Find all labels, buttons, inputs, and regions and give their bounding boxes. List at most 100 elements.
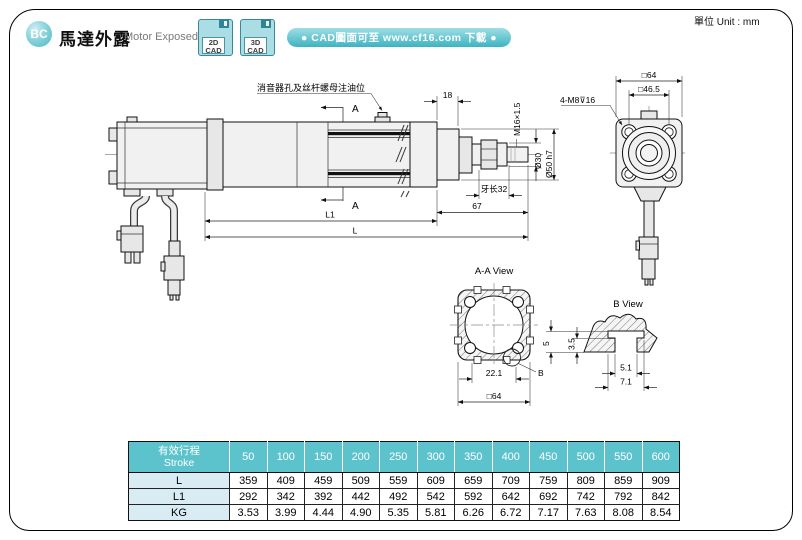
- stroke-col-header: 450: [529, 441, 568, 473]
- table-cell: 842: [641, 488, 680, 505]
- dim-sq46-5: □46.5: [638, 84, 660, 94]
- table-cell: 859: [604, 472, 643, 489]
- b-view-title: B View: [613, 299, 643, 310]
- stroke-col-header: 250: [379, 441, 418, 473]
- b-detail-circle: [503, 348, 521, 367]
- rod-end: [436, 128, 529, 181]
- main-dimensions: 18 M16×1.5 Ø30 Ø50 h7 牙长32 67: [204, 90, 559, 241]
- table-cell: 4.90: [341, 504, 380, 521]
- table-cell: 809: [566, 472, 605, 489]
- dim-thread: M16×1.5: [512, 102, 522, 136]
- stroke-col-header: 200: [341, 441, 380, 473]
- aa-view-title: A-A View: [475, 266, 514, 277]
- page-title: 馬達外露: [59, 30, 131, 49]
- table-cell: 7.63: [566, 504, 605, 521]
- table-cell: 709: [491, 472, 530, 489]
- cad-3d-button[interactable]: 3D CAD: [240, 19, 275, 56]
- cylinder-body: [206, 112, 438, 198]
- table-cell: 792: [604, 488, 643, 505]
- table-cell: 8.54: [641, 504, 680, 521]
- stroke-col-header: 50: [229, 441, 268, 473]
- break-marks: [395, 124, 410, 198]
- cad-2d-label: 2D CAD: [202, 37, 225, 55]
- unit-label: 單位 Unit : mm: [694, 17, 760, 28]
- dim-67: 67: [472, 201, 482, 211]
- table-cell: 592: [454, 488, 493, 505]
- section-label-top: A: [352, 104, 359, 115]
- table-cell: 6.26: [454, 504, 493, 521]
- table-cell: 759: [529, 472, 568, 489]
- row-label: L: [128, 472, 230, 489]
- dim-l1: L1: [325, 210, 335, 220]
- cad-2d-button[interactable]: 2D CAD: [198, 19, 233, 56]
- table-cell: 442: [341, 488, 380, 505]
- dim-sq64: □64: [642, 70, 657, 80]
- dim-l: L: [353, 226, 358, 236]
- page-frame: [9, 9, 793, 531]
- section-label-bottom: A: [352, 201, 359, 212]
- table-cell: 659: [454, 472, 493, 489]
- page-subtitle: Motor Exposed: [124, 31, 198, 43]
- dim-dia50: Ø50 h7: [544, 150, 554, 178]
- table-cell: 342: [266, 488, 305, 505]
- table-cell: 3.99: [266, 504, 305, 521]
- b-callout-label: B: [538, 368, 544, 378]
- b-profile: [583, 313, 658, 353]
- table-cell: 692: [529, 488, 568, 505]
- table-cell: 509: [341, 472, 380, 489]
- row-label: L1: [128, 488, 230, 505]
- dim-3-5: 3.5: [567, 338, 577, 350]
- dim-7-1: 7.1: [620, 377, 632, 387]
- table-cell: 559: [379, 472, 418, 489]
- b-detail-view: B View 5 3.5 5.1 7.1: [541, 299, 658, 391]
- stroke-col-header: 500: [566, 441, 605, 473]
- table-cell: 8.08: [604, 504, 643, 521]
- table-cell: 7.17: [529, 504, 568, 521]
- stroke-header-cell: 有效行程 Stroke: [128, 441, 230, 473]
- stroke-col-header: 150: [304, 441, 343, 473]
- dim-5: 5: [541, 341, 551, 346]
- table-cell: 292: [229, 488, 268, 505]
- table-cell: 359: [229, 472, 268, 489]
- table-cell: 609: [416, 472, 455, 489]
- table-cell: 6.72: [491, 504, 530, 521]
- table-cell: 642: [491, 488, 530, 505]
- stroke-col-header: 600: [641, 441, 680, 473]
- table-cell: 542: [416, 488, 455, 505]
- section-line-a: A A: [320, 104, 359, 212]
- rear-flange-view: □64 □46.5 4-M8⊽16: [560, 70, 688, 286]
- table-cell: 909: [641, 472, 680, 489]
- dim-aa-sq64: □64: [487, 391, 502, 401]
- stroke-col-header: 400: [491, 441, 530, 473]
- floppy-slot-icon: [266, 21, 269, 26]
- dim-thread-length: 牙长32: [481, 184, 508, 194]
- aa-section-view: A-A View B 22.1 □64: [450, 266, 544, 406]
- cad-download-banner[interactable]: ● CAD圖面可至 www.cf16.com 下載 ●: [287, 28, 512, 47]
- stroke-col-header: 300: [416, 441, 455, 473]
- main-side-view: 消音器孔及丝杆螺母注油位 A A 18 M16×1.5: [105, 82, 559, 301]
- row-label: KG: [128, 504, 230, 521]
- dim-dia30: Ø30: [533, 153, 543, 169]
- stroke-col-header: 350: [454, 441, 493, 473]
- motor: [108, 116, 208, 195]
- oil-port: [374, 112, 391, 123]
- oil-note: 消音器孔及丝杆螺母注油位: [257, 82, 365, 93]
- stroke-col-header: 100: [266, 441, 305, 473]
- dim-18: 18: [443, 90, 453, 100]
- stroke-col-header: 550: [604, 441, 643, 473]
- dim-22-1: 22.1: [486, 368, 503, 378]
- series-badge-label: BC: [30, 27, 48, 41]
- table-cell: 459: [304, 472, 343, 489]
- bolt-note: 4-M8⊽16: [560, 95, 595, 105]
- flange-cable: [633, 186, 667, 286]
- table-cell: 392: [304, 488, 343, 505]
- table-cell: 3.53: [229, 504, 268, 521]
- motor-cables: [116, 188, 185, 301]
- cad-3d-label: 3D CAD: [244, 37, 267, 55]
